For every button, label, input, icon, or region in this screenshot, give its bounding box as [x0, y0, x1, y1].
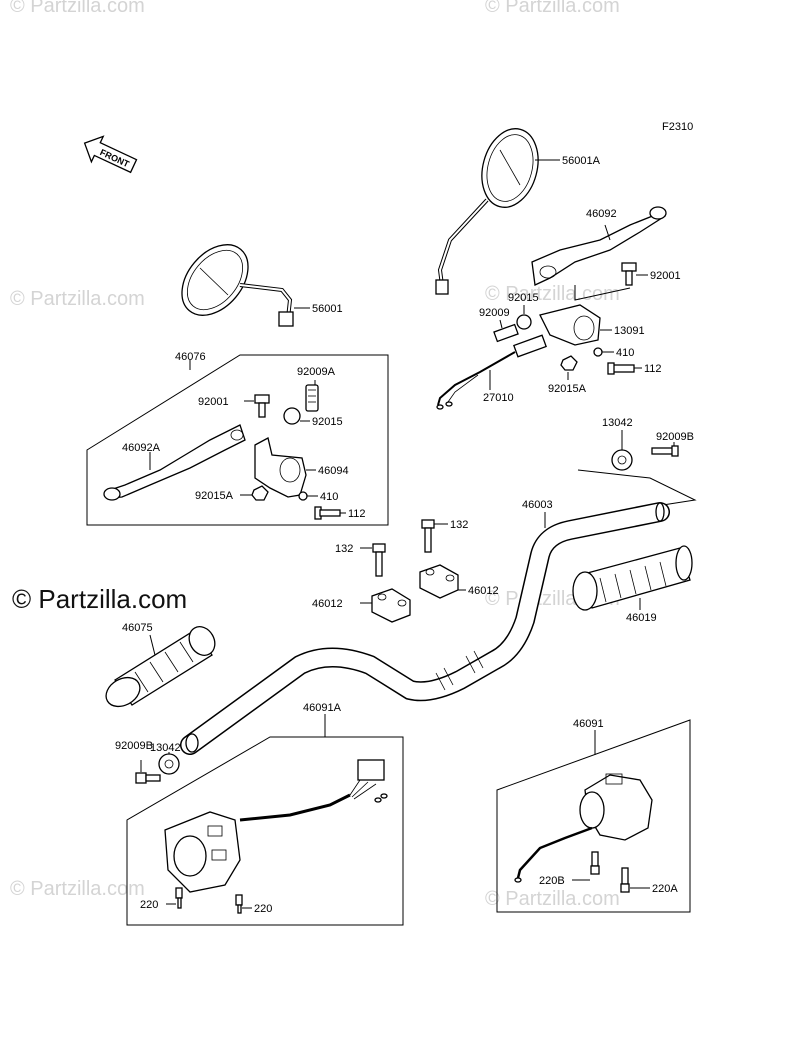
lever-left	[103, 424, 246, 501]
holder-13091	[539, 304, 601, 346]
label-92009B-left: 92009B	[115, 740, 153, 752]
switch-right-46091	[514, 773, 653, 883]
label-46094: 46094	[318, 465, 349, 477]
label-220B: 220B	[539, 875, 565, 887]
watermark-mid-right: © Partzilla.com	[485, 283, 620, 305]
label-112-right: 112	[644, 363, 662, 375]
label-92009A: 92009A	[297, 366, 336, 378]
screw-220A	[620, 867, 630, 893]
watermark-mid-left: © Partzilla.com	[10, 288, 145, 310]
label-46019: 46019	[626, 612, 657, 624]
nut-92015-right	[516, 314, 532, 330]
label-92015-right: 92015	[508, 292, 539, 304]
washer-410-left	[298, 491, 308, 501]
label-46091A: 46091A	[303, 702, 342, 714]
bolt-132-right	[421, 519, 435, 553]
washer-410-right	[593, 347, 603, 357]
weight-13042-right	[611, 449, 633, 471]
figure-code: F2310	[662, 121, 693, 133]
label-46003: 46003	[522, 499, 553, 511]
bolt-92001-left	[254, 394, 270, 418]
label-410-right: 410	[616, 347, 634, 359]
bolt-112-right	[607, 362, 635, 375]
nut-92015-left	[283, 407, 301, 425]
label-46075: 46075	[122, 622, 153, 634]
nut-92015A-left	[251, 485, 269, 501]
bolt-112-left	[314, 506, 341, 520]
screw-220B	[590, 851, 600, 875]
holder-46012-right	[419, 564, 459, 599]
grip-right-46019	[572, 545, 693, 611]
watermark-bottom-left: © Partzilla.com	[10, 878, 145, 900]
bolt-132-left	[372, 543, 386, 577]
bolt-92001-right	[621, 262, 637, 286]
watermark-top-left: © Partzilla.com	[10, 0, 145, 17]
mirror-left	[181, 244, 294, 327]
front-arrow-icon: FRONT	[83, 135, 138, 174]
label-56001: 56001	[312, 303, 343, 315]
bolt-92009B-left	[135, 772, 161, 784]
label-27010: 27010	[483, 392, 514, 404]
label-132-right: 132	[450, 519, 468, 531]
lever-right	[531, 206, 667, 286]
label-92015A-right: 92015A	[548, 383, 587, 395]
switch-left-46091A	[164, 759, 388, 893]
label-46012-right: 46012	[468, 585, 499, 597]
label-56001A: 56001A	[562, 155, 601, 167]
label-92015-left: 92015	[312, 416, 343, 428]
label-13042-right: 13042	[602, 417, 633, 429]
group-box-46091A	[126, 736, 404, 926]
label-92009-right: 92009	[479, 307, 510, 319]
label-112-left: 112	[348, 508, 366, 520]
label-46092A: 46092A	[122, 442, 161, 454]
holder-46094	[254, 437, 307, 498]
switch-27010	[436, 334, 547, 410]
adjuster-92009-right	[493, 323, 519, 343]
label-46076: 46076	[175, 351, 206, 363]
label-92009B-right: 92009B	[656, 431, 694, 443]
label-13042-left: 13042	[150, 742, 181, 754]
label-92001-right: 92001	[650, 270, 681, 282]
label-46012-left: 46012	[312, 598, 343, 610]
group-box-46076	[86, 354, 389, 526]
label-13091: 13091	[614, 325, 645, 337]
label-92015A-left: 92015A	[195, 490, 234, 502]
group-box-46091	[496, 719, 691, 913]
grip-left-46075	[105, 626, 216, 708]
label-46092: 46092	[586, 208, 617, 220]
weight-13042-left	[158, 753, 180, 775]
watermark-top-right: © Partzilla.com	[485, 0, 620, 17]
watermark-bottom-right: © Partzilla.com	[485, 888, 620, 910]
holder-46012-left	[371, 588, 411, 623]
label-46091: 46091	[573, 718, 604, 730]
screw-220-a	[175, 887, 183, 909]
handlebar-46003	[180, 502, 670, 755]
label-132-left: 132	[335, 543, 353, 555]
label-220-b: 220	[254, 903, 272, 915]
mirror-right	[435, 128, 539, 295]
bolt-92009B-right	[651, 445, 679, 457]
watermark-main: © Partzilla.com	[12, 584, 187, 614]
label-410-left: 410	[320, 491, 338, 503]
label-220-a: 220	[140, 899, 158, 911]
adjuster-92009A	[305, 384, 319, 412]
screw-220-b	[235, 894, 243, 914]
label-92001-left: 92001	[198, 396, 229, 408]
label-220A: 220A	[652, 883, 678, 895]
nut-92015A-right	[560, 355, 578, 371]
